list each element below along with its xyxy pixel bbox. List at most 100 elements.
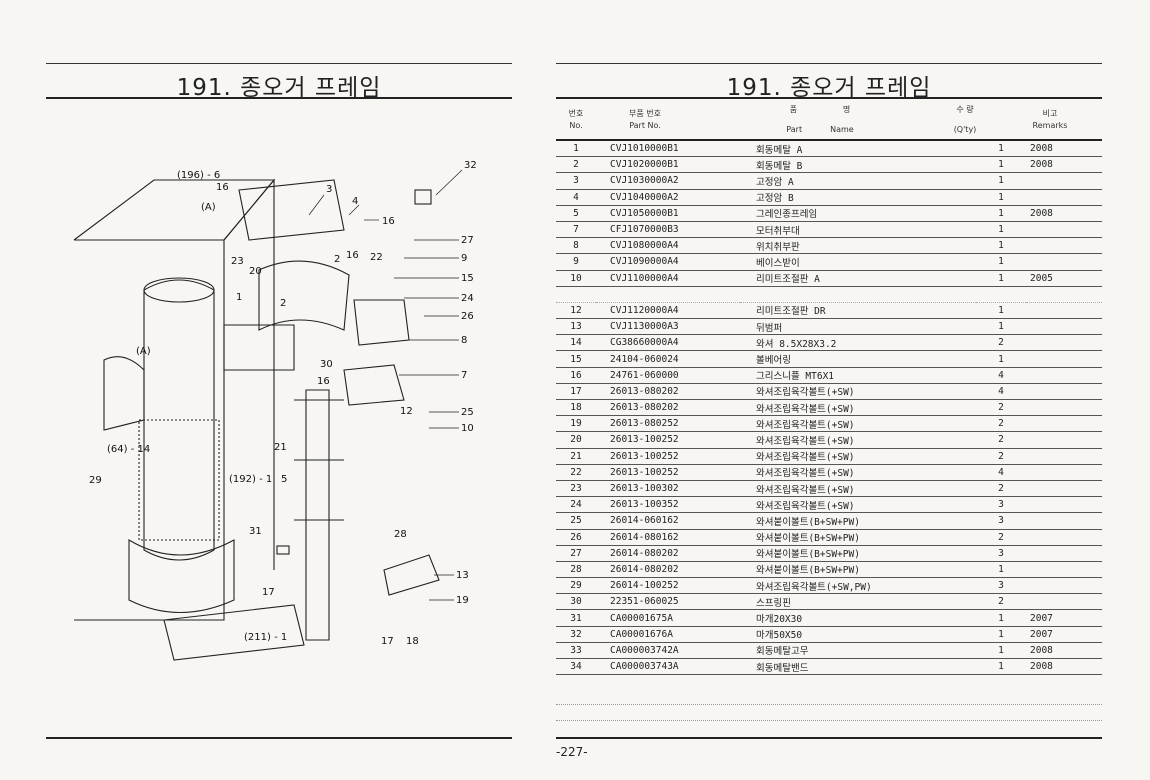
cell-part-no: 26013-100252: [596, 464, 740, 481]
callout-19: 19: [456, 595, 469, 606]
cell-qty: 2: [976, 431, 1026, 449]
right-bottom-rule: [556, 737, 1102, 739]
callout-A-lower: (A): [136, 346, 151, 357]
cell-part-no: CVJ1080000A4: [596, 237, 740, 255]
cell-no: 8: [556, 237, 596, 255]
cell-part-no: 26014-100252: [596, 577, 740, 595]
cell-no: 24: [556, 496, 596, 514]
cell-remarks: [1026, 383, 1102, 401]
cell-remarks: [1026, 464, 1102, 481]
cell-part-name: 와셔조립육각볼트(+SW): [740, 399, 976, 417]
header-qty: 수 량(Q'ty): [953, 105, 977, 134]
callout-16d: 16: [317, 376, 330, 387]
bottom-rule: [46, 737, 512, 739]
cell-part-name: 와셔붙이볼트(B+SW+PW): [740, 545, 976, 562]
cell-remarks: [1026, 593, 1102, 611]
filler-rule-2: [556, 720, 1102, 721]
callout-7: 7: [461, 370, 467, 381]
exploded-parts-diagram: 32 (196) - 6 16 3 (A) 4 16 27 9 15 24 26…: [73, 160, 477, 661]
cell-no: 19: [556, 415, 596, 433]
cell-qty: 1: [976, 609, 1026, 627]
cell-qty: 1: [976, 642, 1026, 660]
callout-192: (192) - 1: [229, 474, 272, 485]
cell-no: 16: [556, 367, 596, 384]
cell-part-name: 와셔붙이볼트(B+SW+PW): [740, 512, 976, 530]
cell-no: 7: [556, 221, 596, 239]
cell-part-name: 고정암 A: [740, 172, 976, 190]
cell-qty: 2: [976, 593, 1026, 611]
cell-part-name: 회동메탈 A: [740, 141, 976, 158]
cell-part-name: 와셔조립육각볼트(+SW,PW): [740, 577, 976, 595]
cell-no: 2: [556, 156, 596, 174]
cell-qty: 1: [976, 302, 1026, 320]
cell-part-no: CVJ1010000B1: [596, 141, 740, 158]
cell-remarks: [1026, 496, 1102, 514]
cell-part-no: CVJ1120000A4: [596, 302, 740, 320]
cell-part-no: CA000003743A: [596, 658, 740, 676]
cell-part-no: CVJ1090000A4: [596, 253, 740, 271]
cell-no: 15: [556, 350, 596, 368]
callout-32: 32: [464, 160, 477, 171]
cell-no: 27: [556, 545, 596, 562]
callout-3: 3: [326, 184, 332, 195]
cell-part-no: 26014-080202: [596, 561, 740, 579]
callout-64: (64) - 14: [107, 444, 150, 455]
cell-qty: 1: [976, 318, 1026, 336]
callout-13: 13: [456, 570, 469, 581]
cell-no: 14: [556, 334, 596, 352]
cell-no: 31: [556, 609, 596, 627]
cell-part-name: 와셔붙이볼트(B+SW+PW): [740, 529, 976, 546]
cell-no: 17: [556, 383, 596, 401]
table-row: [556, 286, 1102, 303]
callout-5: 5: [281, 474, 287, 485]
cell-part-name: 회동메탈고무: [740, 642, 976, 660]
callout-2a: 2: [334, 254, 340, 265]
filler-rule-1: [556, 704, 1102, 705]
cell-qty: 1: [976, 561, 1026, 579]
cell-part-no: 26013-100252: [596, 431, 740, 449]
cell-part-no: 26014-080162: [596, 529, 740, 546]
cell-no: 10: [556, 270, 596, 287]
cell-part-no: CVJ1020000B1: [596, 156, 740, 174]
callout-31: 31: [249, 526, 262, 537]
cell-qty: 1: [976, 205, 1026, 222]
cell-part-name: 와셔조립육각볼트(+SW): [740, 415, 976, 433]
cell-remarks: 2008: [1026, 205, 1102, 222]
header-part-name: 품 명 Part Name: [786, 105, 854, 134]
callout-8: 8: [461, 335, 467, 346]
cell-part-no: CVJ1100000A4: [596, 270, 740, 287]
callout-26: 26: [461, 311, 474, 322]
callout-27: 27: [461, 235, 474, 246]
cell-part-no: CFJ1070000B3: [596, 221, 740, 239]
cell-qty: 1: [976, 350, 1026, 368]
cell-remarks: [1026, 189, 1102, 206]
cell-no: 20: [556, 431, 596, 449]
cell-remarks: 2008: [1026, 156, 1102, 174]
cell-no: 22: [556, 464, 596, 481]
cell-part-no: CVJ1050000B1: [596, 205, 740, 222]
callout-16b: 16: [382, 216, 395, 227]
cell-part-no: 26013-100302: [596, 480, 740, 498]
cell-qty: 1: [976, 156, 1026, 174]
cell-remarks: [1026, 334, 1102, 352]
cell-qty: 4: [976, 367, 1026, 384]
cell-part-no: 26013-100352: [596, 496, 740, 514]
cell-remarks: [1026, 448, 1102, 465]
cell-no: 23: [556, 480, 596, 498]
cell-no: 1: [556, 141, 596, 158]
cell-part-no: CA00001675A: [596, 609, 740, 627]
cell-no: 12: [556, 302, 596, 320]
cell-remarks: [1026, 415, 1102, 433]
cell-no: 5: [556, 205, 596, 222]
callout-18: 18: [406, 636, 419, 647]
callout-16c: 16: [346, 250, 359, 261]
